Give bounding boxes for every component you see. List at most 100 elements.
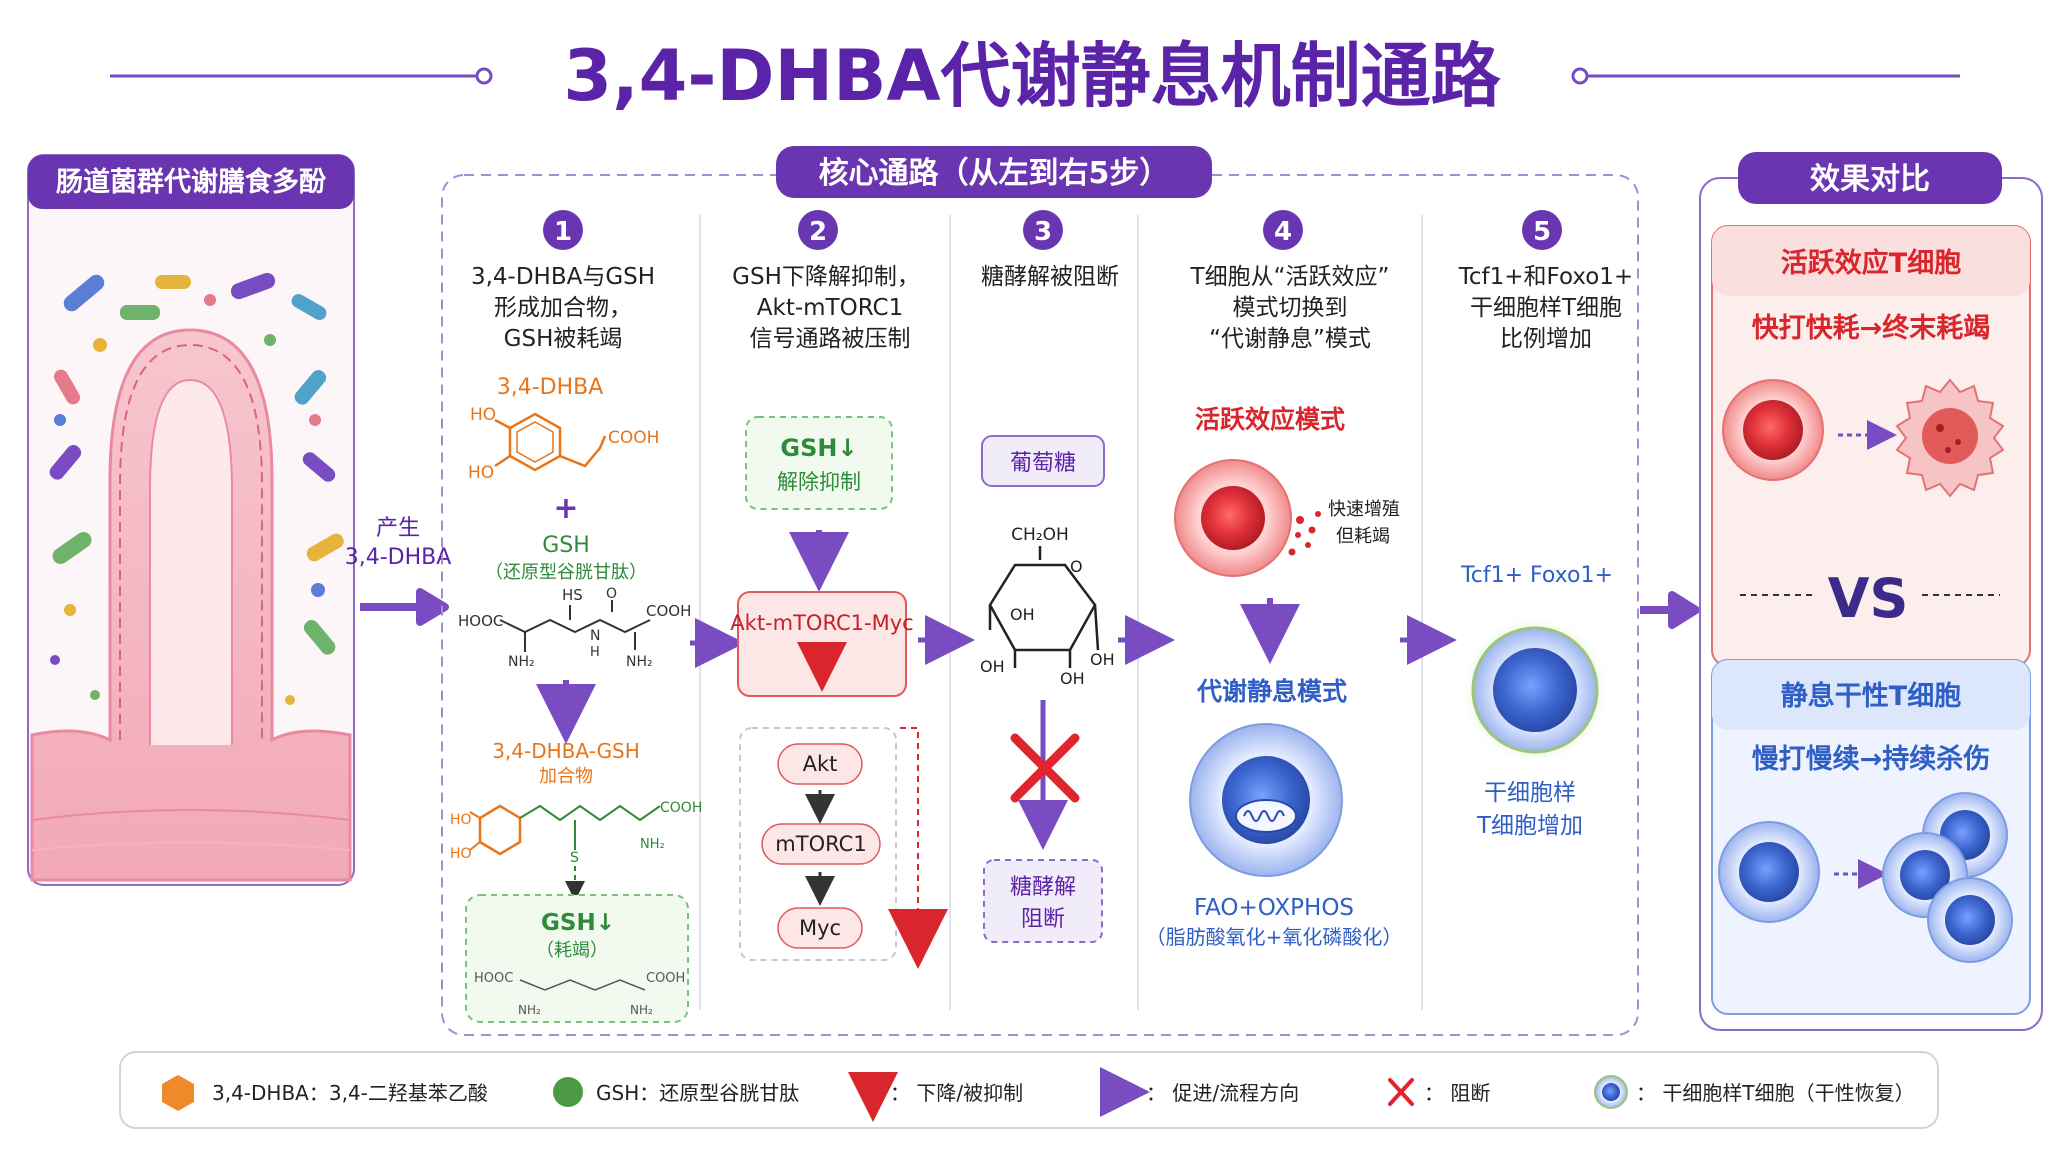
mtorc1-label: mTORC1 xyxy=(775,832,866,856)
glycolysis-blocked-box xyxy=(983,859,1103,943)
tcf1-foxo1-label: Tcf1+ Foxo1+ xyxy=(1460,563,1613,588)
active-mode-label: 活跃效应模式 xyxy=(1195,405,1345,434)
step-number: 2 xyxy=(809,217,827,247)
gut-to-core-arrow: 产生 3,4-DHBA xyxy=(345,516,452,626)
step-desc-line: 3,4-DHBA与GSH xyxy=(471,264,655,290)
fao-oxphos-label: FAO+OXPHOS xyxy=(1194,895,1354,921)
step-desc-line: 信号通路被压制 xyxy=(750,326,911,352)
akt-mtorc1-myc-label: Akt-mTORC1-Myc xyxy=(730,611,913,635)
step-number: 3 xyxy=(1034,217,1052,247)
glycolysis-blocked-label: 糖酵解 xyxy=(1010,875,1076,900)
step-number: 1 xyxy=(554,217,572,247)
dhba-cooh: COOH xyxy=(608,428,659,448)
step-desc-line: “代谢静息”模式 xyxy=(1209,326,1371,352)
active-cell-subtitle: 快打快耗→终末耗竭 xyxy=(1752,312,1991,344)
step-desc-line: 糖酵解被阻断 xyxy=(981,264,1119,290)
gut-panel-header-bg xyxy=(28,155,354,209)
glucose-oh: OH xyxy=(1010,605,1035,624)
akt-mtorc1-myc-box xyxy=(737,591,907,697)
proliferation-dots-icon xyxy=(1288,511,1321,556)
gsh-label: GSH xyxy=(542,533,590,558)
stem-like-cell-icon xyxy=(1594,1075,1628,1109)
dhba-label: 3,4-DHBA xyxy=(497,375,604,400)
fao-oxphos-sub: （脂肪酸氧化+氧化磷酸化） xyxy=(1146,925,1403,949)
step-desc-line: 形成加合物， xyxy=(494,295,632,321)
proliferation-label: 快速增殖 xyxy=(1328,498,1400,520)
gsh-nh2-b: NH₂ xyxy=(626,654,653,670)
step-5-header: 5 Tcf1+和Foxo1+ 干细胞样T细胞 比例增加 xyxy=(1458,210,1633,352)
dhba-ho-bottom: HO xyxy=(468,463,494,483)
adduct-ho-bottom: HO xyxy=(450,846,472,862)
stem-like-sub: T细胞增加 xyxy=(1476,813,1583,839)
quiescent-cell-title: 静息干性T细胞 xyxy=(1781,680,1961,712)
legend: 3,4-DHBA：3,4-二羟基苯乙酸 GSH：还原型谷胱甘肽 ： 下降/被抑制… xyxy=(119,1051,1939,1129)
step-desc-line: Akt-mTORC1 xyxy=(757,295,903,321)
ch2oh-label: CH₂OH xyxy=(1011,525,1069,545)
step-desc-line: T细胞从“活跃效应” xyxy=(1190,264,1390,290)
gsh-hs: HS xyxy=(562,586,583,604)
step-5-content: Tcf1+ Foxo1+ 干细胞样 T细胞增加 xyxy=(1459,563,1613,839)
adduct-nh2: NH₂ xyxy=(640,837,665,852)
legend-stem: ： 干细胞样T细胞（干性恢复） xyxy=(1636,1081,1915,1105)
legend-dhba: 3,4-DHBA：3,4-二羟基苯乙酸 xyxy=(212,1081,488,1105)
step-desc-line: GSH被耗竭 xyxy=(504,326,623,352)
title-bar: 3,4-DHBA代谢静息机制通路 xyxy=(110,35,1960,117)
dep-nh2-a: NH₂ xyxy=(518,1003,541,1017)
gsh-relief-box xyxy=(745,416,893,510)
gsh-depleted-sub: （耗竭） xyxy=(536,940,608,961)
step-4-content: 活跃效应模式 快速增殖 但耗竭 代谢静息模式 FAO+OXPHOS （ xyxy=(1146,405,1403,949)
myc-pill xyxy=(777,907,863,949)
adduct-cooh: COOH xyxy=(660,800,702,816)
gsh-cooh: COOH xyxy=(646,602,691,620)
glucose-o: O xyxy=(1070,557,1083,576)
glucose-label: 葡萄糖 xyxy=(1010,451,1076,476)
core-panel-header: 核心通路（从左到右5步） xyxy=(819,156,1170,191)
gsh-h: H xyxy=(590,645,600,660)
gut-panel: 肠道菌群代谢膳食多酚 xyxy=(27,154,355,886)
gsh-depleted-structure-icon xyxy=(519,979,646,991)
orange-hexagon-icon xyxy=(162,1075,194,1111)
red-x-icon xyxy=(1388,1078,1414,1106)
glycolysis-blocked-sub: 阻断 xyxy=(1021,907,1065,932)
gsh-hooc: HOOC xyxy=(458,612,503,630)
akt-pill xyxy=(777,743,863,785)
step-4-header: 4 T细胞从“活跃效应” 模式切换到 “代谢静息”模式 xyxy=(1190,210,1390,352)
gut-bacteria-icon xyxy=(49,272,344,705)
gsh-relief-label: GSH↓ xyxy=(780,434,857,462)
dhba-ho-top: HO xyxy=(470,405,496,425)
step-3-header: 3 糖酵解被阻断 xyxy=(981,210,1119,290)
mitochondria-icon xyxy=(1235,799,1297,833)
dep-cooh: COOH xyxy=(646,971,685,986)
compare-header: 效果对比 xyxy=(1810,162,1930,197)
page-title: 3,4-DHBA代谢静息机制通路 xyxy=(563,35,1501,117)
stem-like-t-cell-icon xyxy=(1459,614,1611,766)
dep-hooc: HOOC xyxy=(474,971,513,986)
step-number: 4 xyxy=(1274,217,1292,247)
active-cell-title: 活跃效应T细胞 xyxy=(1781,247,1961,279)
legend-gsh: GSH：还原型谷胱甘肽 xyxy=(596,1081,799,1105)
adduct-ho-top: HO xyxy=(450,812,472,828)
step-1-header: 1 3,4-DHBA与GSH 形成加合物， GSH被耗竭 xyxy=(471,210,655,352)
gut-arrow-label-dhba: 3,4-DHBA xyxy=(345,545,452,570)
legend-block: ： 阻断 xyxy=(1424,1081,1490,1105)
active-t-cell-icon xyxy=(1722,379,1824,481)
adduct-sublabel: 加合物 xyxy=(539,766,593,787)
gut-panel-header: 肠道菌群代谢膳食多酚 xyxy=(56,166,327,198)
step-number: 5 xyxy=(1533,217,1551,247)
akt-label: Akt xyxy=(803,752,838,776)
mtorc1-pill xyxy=(761,823,881,865)
step-3-content: 葡萄糖 CH₂OH O OH OH OH OH 糖酵解 阻断 xyxy=(980,435,1115,943)
gsh-relief-sub: 解除抑制 xyxy=(777,470,861,494)
title-rule-right-dot xyxy=(1571,67,1589,85)
core-panel-header-bg xyxy=(776,146,1212,198)
legend-down: ： 下降/被抑制 xyxy=(890,1081,1023,1105)
quiescent-mode-label: 代谢静息模式 xyxy=(1196,677,1347,706)
step-2-content: GSH↓ 解除抑制 Akt-mTORC1-Myc Akt mTORC1 Myc xyxy=(730,416,948,969)
green-circle-icon xyxy=(553,1077,583,1107)
exhausted-t-cell-icon xyxy=(1895,378,2005,498)
gsh-depleted-label: GSH↓ xyxy=(541,910,615,936)
intestinal-villus-icon xyxy=(30,328,352,882)
quiescent-t-cell-icon xyxy=(1718,821,1820,923)
myc-label: Myc xyxy=(799,916,841,940)
quiescent-cell-subtitle: 慢打慢续→持续杀伤 xyxy=(1752,743,1991,775)
